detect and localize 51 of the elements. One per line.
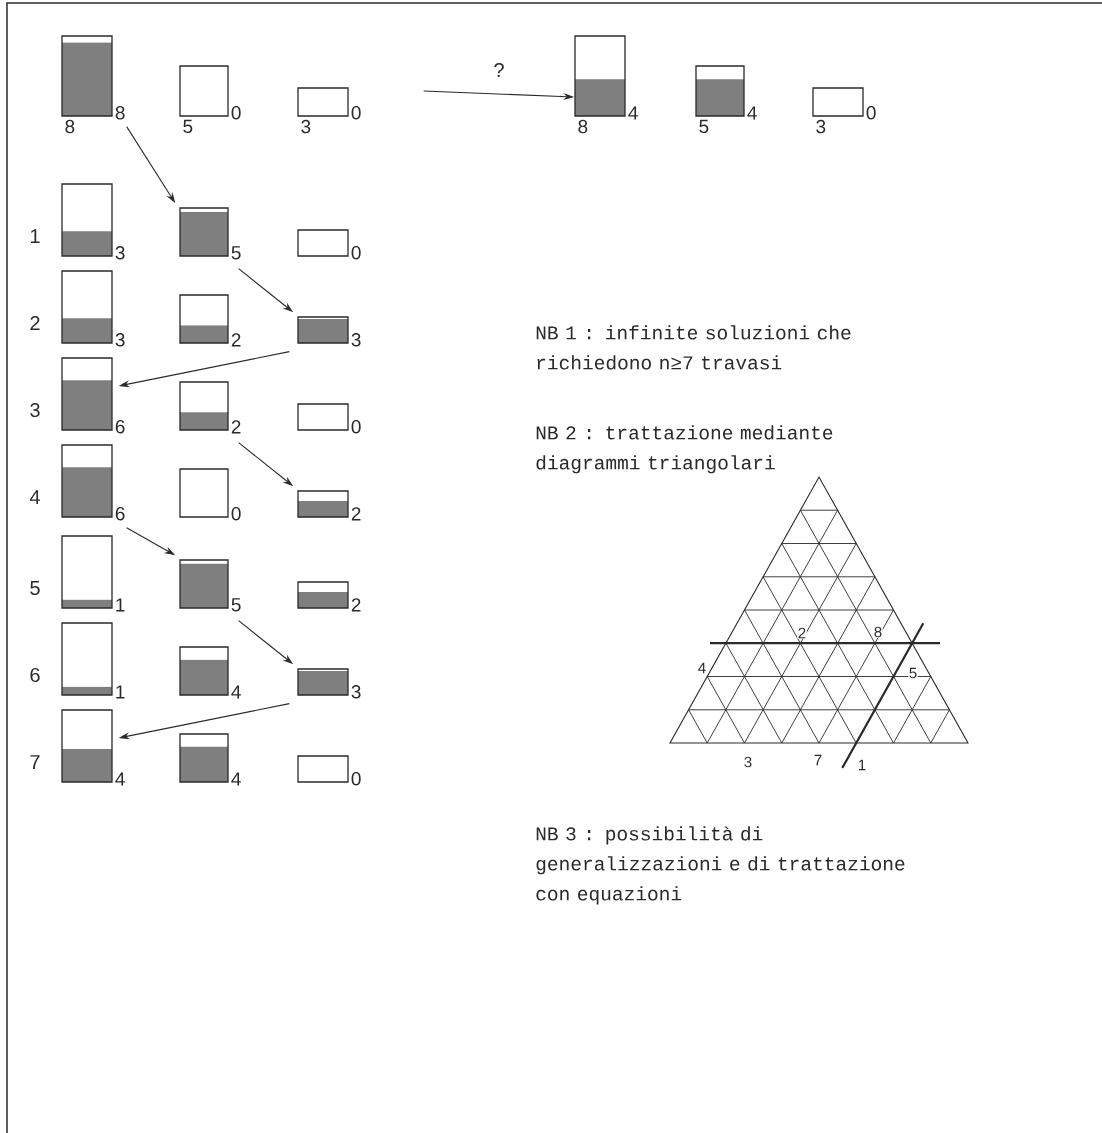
content-number: 0: [231, 507, 241, 521]
content-number: 4: [747, 106, 757, 120]
content-number: 0: [866, 106, 876, 120]
capacity-number: 8: [578, 119, 588, 134]
capacity-number: 3: [301, 119, 311, 134]
content-number: 0: [351, 420, 361, 434]
vertex-number: 4: [697, 662, 707, 674]
content-number: 4: [115, 772, 125, 786]
vertex-number: 8: [873, 626, 883, 638]
content-number: 1: [116, 598, 125, 612]
content-number: 0: [231, 106, 241, 120]
capacity-number: 5: [183, 119, 193, 134]
vertex-number: 5: [908, 667, 918, 679]
content-number: 2: [231, 333, 241, 347]
content-number: 2: [351, 507, 361, 521]
content-number: 0: [351, 772, 361, 786]
step-number: 4: [29, 490, 40, 504]
step-number: 7: [30, 755, 40, 769]
vertex-number: 3: [743, 756, 753, 768]
content-number: 5: [231, 598, 241, 612]
content-number: 1: [116, 685, 125, 699]
content-number: 4: [231, 772, 241, 786]
capacity-number: 5: [699, 119, 709, 134]
content-number: 4: [628, 106, 638, 120]
step-number: 2: [30, 316, 40, 330]
content-number: 3: [115, 246, 125, 260]
capacity-number: 3: [816, 119, 826, 134]
step-number: 6: [30, 667, 40, 683]
content-number: 0: [351, 106, 361, 120]
content-number: 6: [115, 507, 125, 521]
content-number: 2: [351, 598, 361, 612]
content-number: 3: [115, 333, 125, 347]
vertex-number: 2: [797, 627, 807, 639]
step-number: 5: [30, 581, 40, 595]
content-number: 3: [351, 333, 361, 347]
step-number: 1: [30, 229, 40, 243]
content-number: 3: [351, 685, 361, 699]
content-number: 6: [115, 420, 125, 434]
note-text: NB 3 : possibilità di generalizzazioni e di trattazione con equazioni: [536, 826, 905, 905]
content-number: 4: [231, 685, 241, 699]
capacity-number: 8: [65, 119, 75, 134]
content-number: 8: [115, 106, 125, 120]
content-number: 2: [231, 420, 241, 434]
vertex-number: 7: [813, 754, 823, 766]
content-number: 5: [231, 246, 241, 260]
note-text: NB 1 : infinite soluzioni che richiedono n≥7 travasi: [536, 325, 851, 370]
content-number: 0: [351, 246, 361, 260]
step-number: 3: [30, 402, 40, 418]
note-text: NB 2 : trattazione mediante diagrammi triangolari: [536, 425, 833, 474]
edge-label: ?: [492, 62, 506, 78]
vertex-number: 1: [857, 759, 867, 771]
